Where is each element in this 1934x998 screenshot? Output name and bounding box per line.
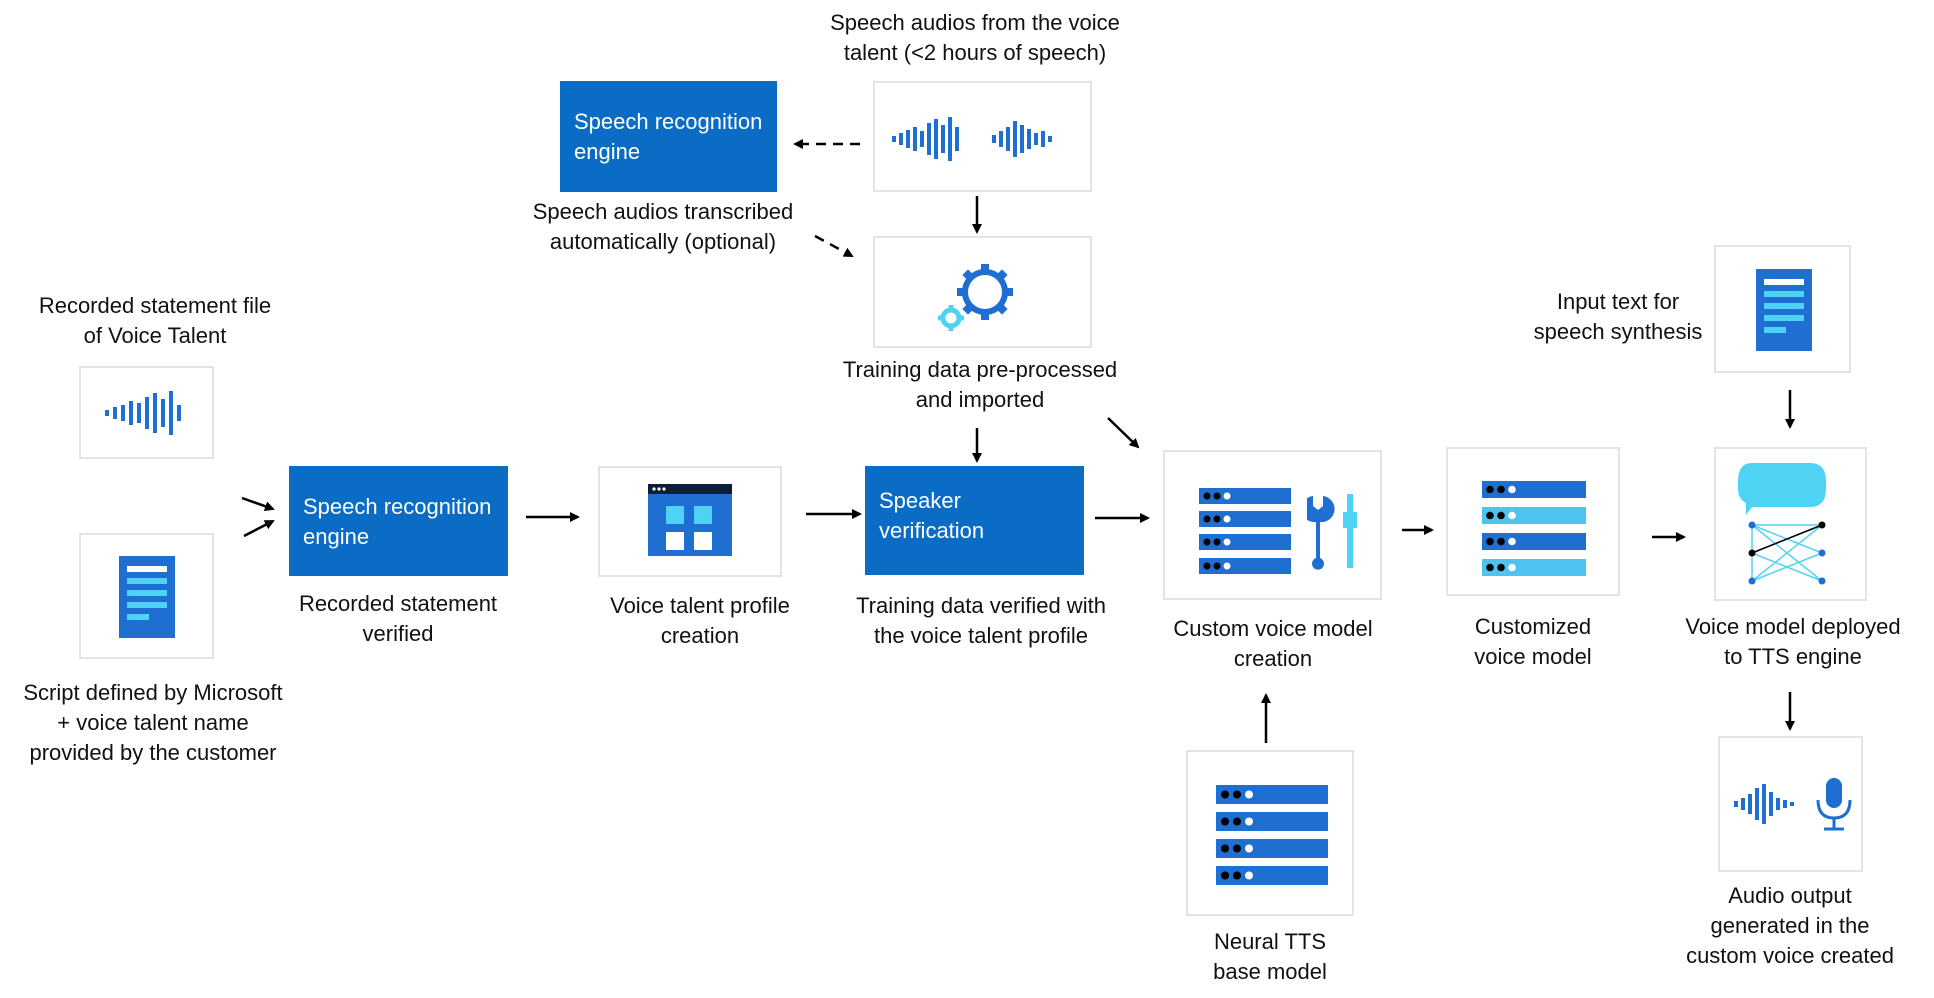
waveform-icon bbox=[1734, 784, 1794, 824]
card-audio-output bbox=[1718, 736, 1863, 872]
card-voice-model-deployed bbox=[1714, 447, 1867, 601]
label-input-text: Input text for speech synthesis bbox=[1533, 289, 1703, 344]
speaker-verification-box: Speaker verification bbox=[865, 466, 1084, 575]
label-training-verified: Training data verified with the voice ta… bbox=[856, 593, 1106, 648]
waveform-icon bbox=[105, 391, 181, 435]
label-recorded-statement-file: Recorded statement file of Voice Talent bbox=[38, 293, 272, 348]
speech-recognition-engine-main: Speech recognition engine bbox=[289, 466, 508, 576]
arrow-preprocessed-to-custom bbox=[1107, 417, 1140, 449]
card-script bbox=[79, 533, 214, 659]
label-speech-audios-transcribed: Speech audios transcribed automatically … bbox=[532, 199, 794, 254]
document-icon bbox=[119, 556, 175, 638]
card-customized-voice bbox=[1446, 447, 1620, 596]
label-voice-talent-profile: Voice talent profile creation bbox=[610, 593, 790, 648]
wrench-screwdriver-icon bbox=[1307, 494, 1357, 570]
neural-network-icon bbox=[1738, 463, 1826, 585]
server-stack-icon bbox=[1199, 488, 1291, 574]
label-custom-voice-creation: Custom voice model creation bbox=[1173, 616, 1373, 671]
card-recorded-statement-file bbox=[79, 366, 214, 459]
server-stack-icon bbox=[1482, 481, 1586, 576]
card-speech-audios bbox=[873, 81, 1092, 192]
microphone-icon bbox=[1816, 778, 1852, 831]
label-neural-tts: Neural TTS base model bbox=[1213, 929, 1327, 984]
label-speech-audios-from: Speech audios from the voice talent (<2 … bbox=[830, 10, 1120, 65]
server-stack-icon bbox=[1216, 785, 1328, 885]
card-input-text bbox=[1714, 245, 1851, 373]
label-audio-output: Audio output generated in the custom voi… bbox=[1686, 883, 1894, 968]
card-neural-tts bbox=[1186, 750, 1354, 916]
waveform-icon bbox=[892, 117, 1052, 161]
app-window-icon bbox=[648, 484, 732, 556]
label-recorded-statement-verified: Recorded statement verified bbox=[298, 591, 498, 646]
card-custom-voice-creation bbox=[1163, 450, 1382, 600]
label-training-preprocessed: Training data pre-processed and imported bbox=[842, 357, 1118, 412]
label-script-defined: Script defined by Microsoft + voice tale… bbox=[23, 680, 283, 765]
arrow-dashed-to-gears bbox=[814, 234, 854, 258]
document-icon bbox=[1756, 269, 1812, 351]
arrow-script-to-sr bbox=[243, 519, 275, 538]
label-voice-model-deployed: Voice model deployed to TTS engine bbox=[1685, 614, 1901, 669]
card-voice-talent-profile bbox=[598, 466, 782, 577]
arrow-waveform-to-sr bbox=[241, 496, 275, 512]
speech-recognition-engine-top: Speech recognition engine bbox=[560, 81, 777, 192]
card-training-preprocessed bbox=[873, 236, 1092, 348]
label-customized-voice: Customized voice model bbox=[1474, 614, 1592, 669]
gears-icon bbox=[938, 264, 1013, 331]
